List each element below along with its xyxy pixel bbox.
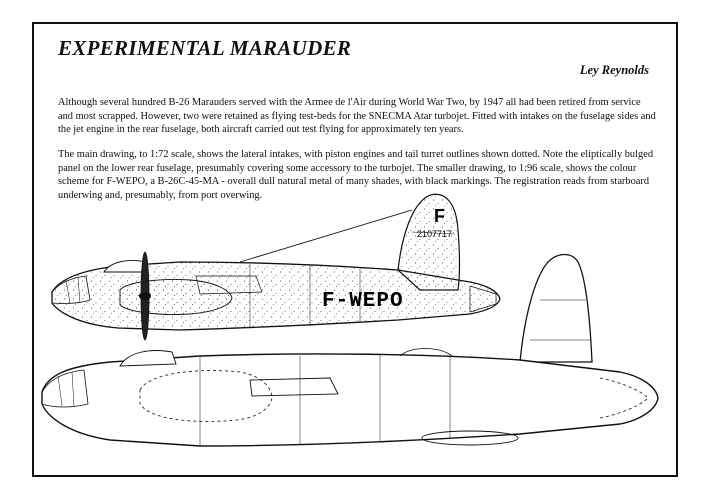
small-side-view: F 2107717 F-WEPO — [51, 193, 501, 341]
large-side-view — [41, 253, 659, 447]
fin-serial: 2107717 — [417, 229, 452, 239]
drawing-notes-paragraph: The main drawing, to 1:72 scale, shows t… — [58, 149, 654, 201]
registration-marking: F-WEPO — [322, 290, 404, 313]
author-byline: Ley Reynolds — [579, 63, 649, 77]
page-border — [32, 22, 678, 477]
intro-paragraph: Although several hundred B-26 Marauders … — [58, 97, 656, 136]
article-title: EXPERIMENTAL MARAUDER — [58, 36, 352, 60]
fin-letter: F — [434, 206, 445, 226]
